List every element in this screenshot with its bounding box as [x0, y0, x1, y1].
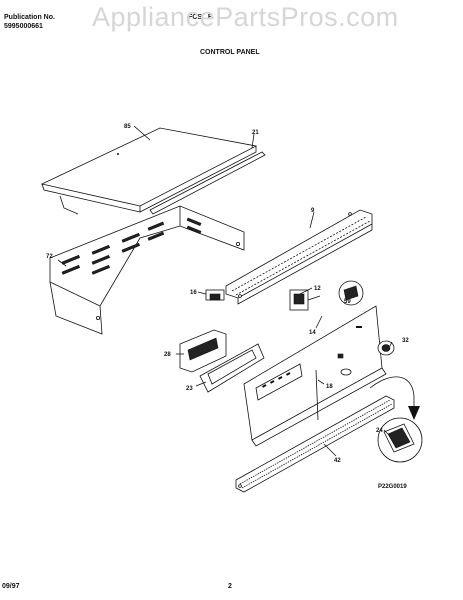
callout-21: 21: [252, 130, 259, 136]
control-knob: [340, 340, 395, 376]
callout-24: 24: [376, 428, 383, 434]
trim-strip: [149, 151, 266, 215]
footer-date: 09/97: [2, 583, 20, 590]
callout-23: 23: [186, 386, 193, 392]
callout-14: 14: [309, 330, 316, 336]
control-switch: [289, 289, 321, 311]
vent-channel: [225, 209, 373, 305]
callout-85: 85: [124, 124, 131, 130]
callout-42: 42: [334, 458, 341, 464]
publication-number: 5995000661: [4, 23, 43, 30]
watermark: AppliancePartsPros.com: [92, 2, 399, 32]
callout-9: 9: [311, 208, 315, 214]
publication-label: Publication No.: [4, 14, 55, 21]
rocker-switch-detail: [377, 417, 423, 463]
model-number: FCS...E: [188, 14, 213, 21]
top-cover-panel: [40, 127, 258, 215]
vent-slots: [61, 217, 202, 275]
callout-18: 18: [326, 384, 333, 390]
section-title: CONTROL PANEL: [200, 49, 260, 56]
switch-bracket: [205, 289, 225, 301]
bottom-vent-trim: [235, 395, 395, 493]
callout-32: 32: [402, 338, 409, 344]
callout-72: 72: [46, 254, 53, 260]
diagram-code: P22G0019: [378, 484, 407, 490]
screw-detail: [338, 280, 364, 306]
vented-back-panel: [49, 205, 245, 335]
callout-59: 59: [344, 299, 351, 305]
clock-module: [179, 329, 227, 373]
callout-16: 16: [190, 290, 197, 296]
callout-12: 12: [314, 286, 321, 292]
footer-page-number: 2: [228, 583, 232, 590]
control-panel: [243, 305, 387, 447]
leader-lines: [57, 125, 393, 457]
display-gasket: [199, 343, 265, 393]
callout-28: 28: [164, 352, 171, 358]
